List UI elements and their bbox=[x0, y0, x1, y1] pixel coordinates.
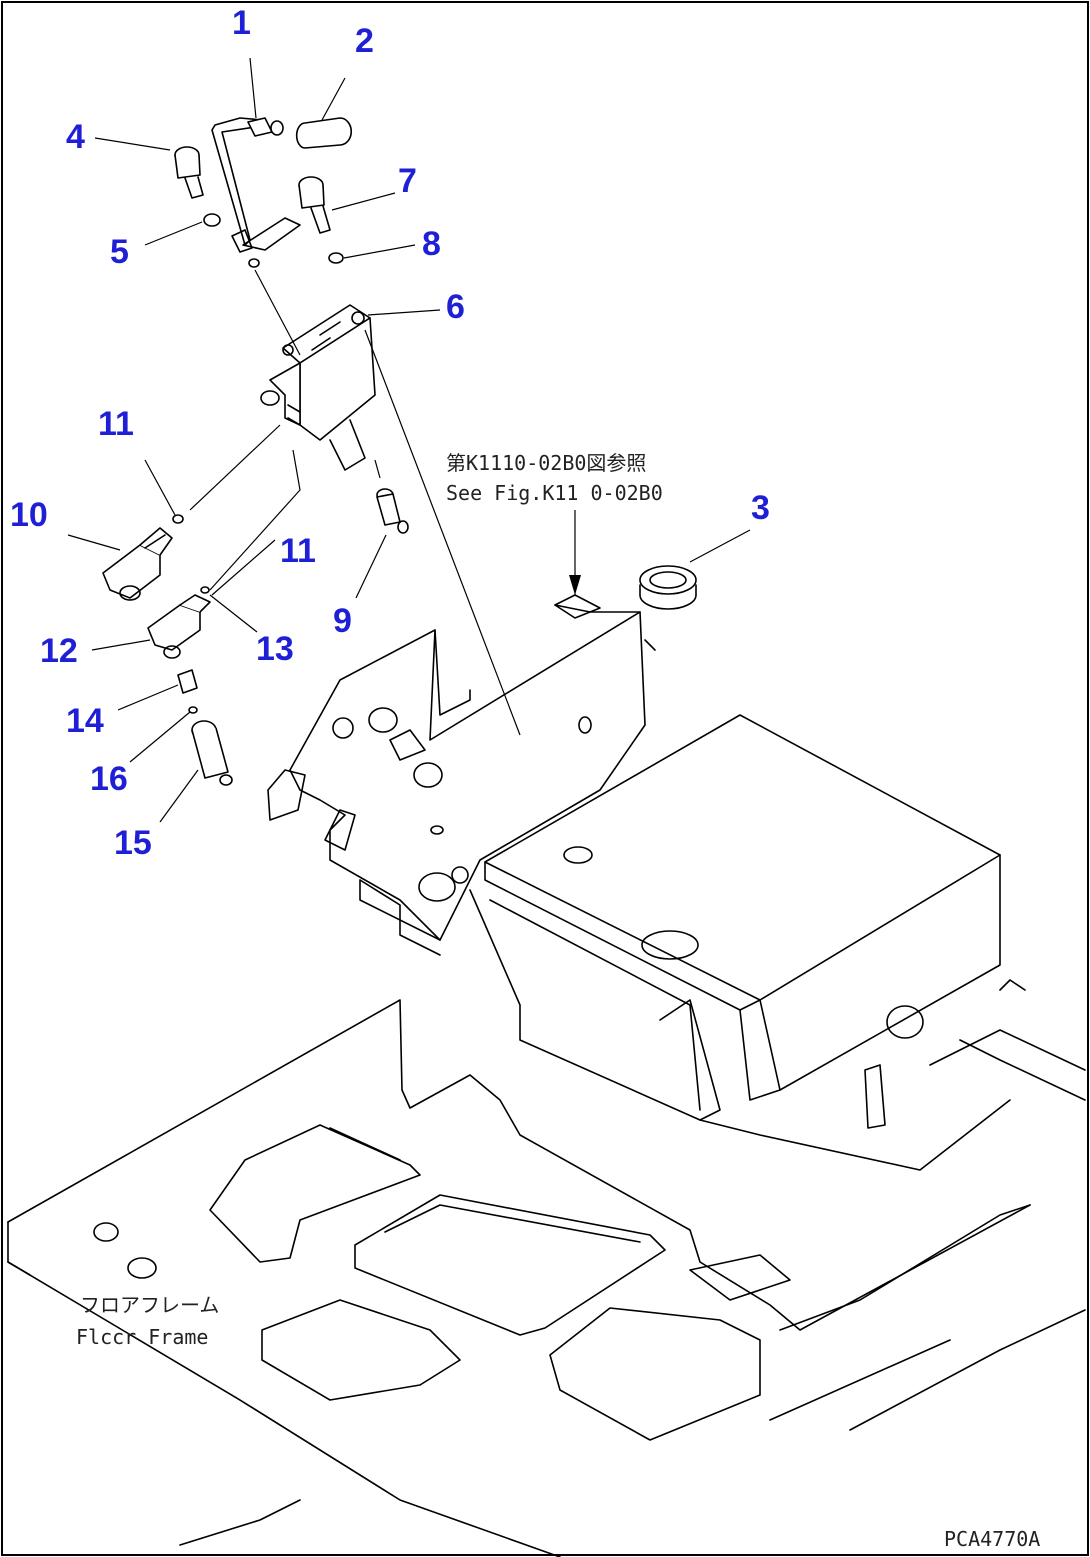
part-label-5: 5 bbox=[110, 233, 129, 271]
part-label-1: 1 bbox=[232, 4, 251, 42]
console-box-drawing bbox=[469, 714, 1026, 1171]
part-label-13: 13 bbox=[256, 630, 294, 668]
part-label-11b: 11 bbox=[280, 532, 316, 570]
floor-frame-label-jp: フロアフレーム bbox=[80, 1293, 219, 1317]
bracket-drawing bbox=[267, 604, 656, 956]
notes: 第K1110-02B0図参照 See Fig.K11 0-02B0 フロアフレー… bbox=[76, 451, 1040, 1551]
part-label-4: 4 bbox=[66, 118, 85, 156]
part-label-10: 10 bbox=[10, 496, 48, 534]
lever-assembly-drawing bbox=[102, 117, 697, 786]
floor-frame-drawing bbox=[7, 999, 1086, 1557]
part-label-11a: 11 bbox=[98, 405, 134, 443]
part-label-3: 3 bbox=[751, 489, 770, 527]
part-label-7: 7 bbox=[398, 162, 417, 200]
part-label-9: 9 bbox=[333, 602, 352, 640]
reference-note-en: See Fig.K11 0-02B0 bbox=[446, 481, 663, 505]
part-label-2: 2 bbox=[355, 22, 374, 60]
part-label-12: 12 bbox=[40, 632, 78, 670]
part-label-8: 8 bbox=[422, 225, 441, 263]
part-label-16: 16 bbox=[90, 760, 128, 798]
drawing-code: PCA4770A bbox=[944, 1527, 1040, 1551]
part-labels: 1 2 3 4 5 6 7 8 9 10 11 11 12 13 14 15 1… bbox=[10, 4, 770, 862]
leader-lines bbox=[67, 57, 751, 823]
part-label-15: 15 bbox=[114, 824, 152, 862]
part-label-6: 6 bbox=[446, 288, 465, 326]
reference-note-jp: 第K1110-02B0図参照 bbox=[446, 451, 646, 475]
floor-frame-label-en: Flccr Frame bbox=[76, 1325, 208, 1349]
part-label-14: 14 bbox=[66, 702, 104, 740]
